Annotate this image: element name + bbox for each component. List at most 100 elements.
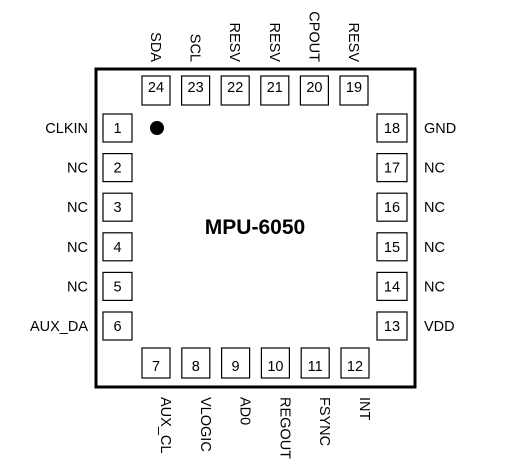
pin-pad bbox=[260, 347, 290, 379]
pin-label: SDA bbox=[147, 32, 163, 62]
chip-name: MPU-6050 bbox=[205, 216, 305, 239]
pin-number: 18 bbox=[384, 121, 400, 137]
pin-number: 24 bbox=[148, 80, 164, 96]
pin-number: 5 bbox=[113, 279, 121, 295]
pin-pad bbox=[220, 75, 250, 106]
pin-label: NC bbox=[424, 161, 445, 177]
pin-number: 11 bbox=[308, 359, 323, 375]
pin-label: NC bbox=[67, 279, 88, 295]
pin-21: 21 RESV bbox=[260, 23, 290, 106]
pin-19: 19 RESV bbox=[339, 23, 369, 106]
pin-label: REGOUT bbox=[276, 397, 292, 459]
pin-label: RESV bbox=[266, 23, 282, 63]
pin-label: NC bbox=[424, 200, 445, 216]
pin-pad bbox=[299, 75, 329, 106]
pin-pad bbox=[376, 311, 408, 341]
pin-number: 8 bbox=[192, 359, 200, 375]
pin-pad bbox=[376, 113, 408, 143]
pin-15: 15 NC bbox=[376, 232, 445, 262]
pin-pad bbox=[141, 347, 171, 379]
pin-number: 6 bbox=[113, 319, 121, 335]
pin-24: 24 SDA bbox=[141, 32, 171, 106]
pin-pad bbox=[141, 75, 171, 106]
pin-pad bbox=[260, 75, 290, 106]
pin-number: 22 bbox=[227, 80, 243, 96]
pin-label: RESV bbox=[226, 22, 242, 62]
pin-label: NC bbox=[67, 240, 88, 256]
pin-pad bbox=[102, 113, 133, 143]
pin-label: NC bbox=[67, 161, 88, 177]
pin-13: 13 VDD bbox=[376, 311, 455, 341]
pin-number: 20 bbox=[306, 80, 322, 96]
pin-number: 3 bbox=[113, 200, 121, 216]
pin-pad bbox=[181, 347, 211, 379]
pin-label: GND bbox=[424, 121, 456, 137]
pin-pad bbox=[181, 75, 211, 106]
pin1-marker-dot bbox=[150, 121, 164, 135]
pin-label: VLOGIC bbox=[197, 397, 213, 452]
pin-pad bbox=[340, 347, 370, 379]
pin-pad bbox=[102, 271, 133, 301]
pin-number: 1 bbox=[113, 121, 121, 137]
pin-pad bbox=[102, 153, 133, 183]
pin-label: FSYNC bbox=[316, 397, 332, 446]
pin-number: 14 bbox=[384, 279, 400, 295]
pin-number: 13 bbox=[384, 319, 400, 335]
pin-2: 2 NC bbox=[67, 153, 133, 183]
pin-5: 5 NC bbox=[67, 271, 133, 301]
pin-label: NC bbox=[424, 279, 445, 295]
pin-number: 17 bbox=[384, 161, 400, 177]
pin-label: CLKIN bbox=[45, 121, 88, 137]
pin-20: 20 CPOUT bbox=[299, 11, 329, 106]
pin-23: 23 SCL bbox=[181, 34, 211, 106]
pin-number: 12 bbox=[347, 359, 363, 375]
pin-18: 18 GND bbox=[376, 113, 456, 143]
pin-pad bbox=[376, 232, 408, 262]
pin-pad bbox=[102, 311, 133, 341]
pin-pad bbox=[376, 153, 408, 183]
pin-label: NC bbox=[424, 240, 445, 256]
pin-label: RESV bbox=[345, 23, 361, 63]
pin-pad bbox=[102, 232, 133, 262]
pin-pad bbox=[102, 192, 133, 222]
pin-22: 22 RESV bbox=[220, 22, 250, 106]
pin-1: 1 CLKIN bbox=[45, 113, 133, 143]
pin-number: 23 bbox=[188, 80, 204, 96]
pin-number: 16 bbox=[384, 200, 400, 216]
pin-pad bbox=[376, 192, 408, 222]
pin-4: 4 NC bbox=[67, 232, 133, 262]
pin-pad bbox=[376, 271, 408, 301]
pin-14: 14 NC bbox=[376, 271, 445, 301]
pin-label: NC bbox=[67, 200, 88, 216]
pin-label: SCL bbox=[187, 34, 203, 62]
pin-16: 16 NC bbox=[376, 192, 445, 222]
pin-number: 4 bbox=[113, 240, 121, 256]
pin-number: 15 bbox=[384, 240, 400, 256]
pin-pad bbox=[339, 75, 369, 106]
pin-number: 2 bbox=[113, 161, 121, 177]
pin-number: 21 bbox=[267, 80, 283, 96]
pin-label: CPOUT bbox=[305, 11, 321, 62]
pin-number: 19 bbox=[346, 80, 362, 96]
chip-body bbox=[94, 67, 417, 389]
pin-number: 10 bbox=[267, 359, 283, 375]
pin-label: VDD bbox=[424, 319, 455, 335]
pin-label: INT bbox=[356, 397, 372, 421]
pin-3: 3 NC bbox=[67, 192, 133, 222]
pin-number: 7 bbox=[152, 359, 160, 375]
pin-pad bbox=[221, 347, 251, 379]
pin-17: 17 NC bbox=[376, 153, 445, 183]
pin-label: AUX_CL bbox=[157, 397, 173, 453]
pin-number: 9 bbox=[232, 359, 240, 375]
pin-label: AD0 bbox=[237, 397, 253, 425]
